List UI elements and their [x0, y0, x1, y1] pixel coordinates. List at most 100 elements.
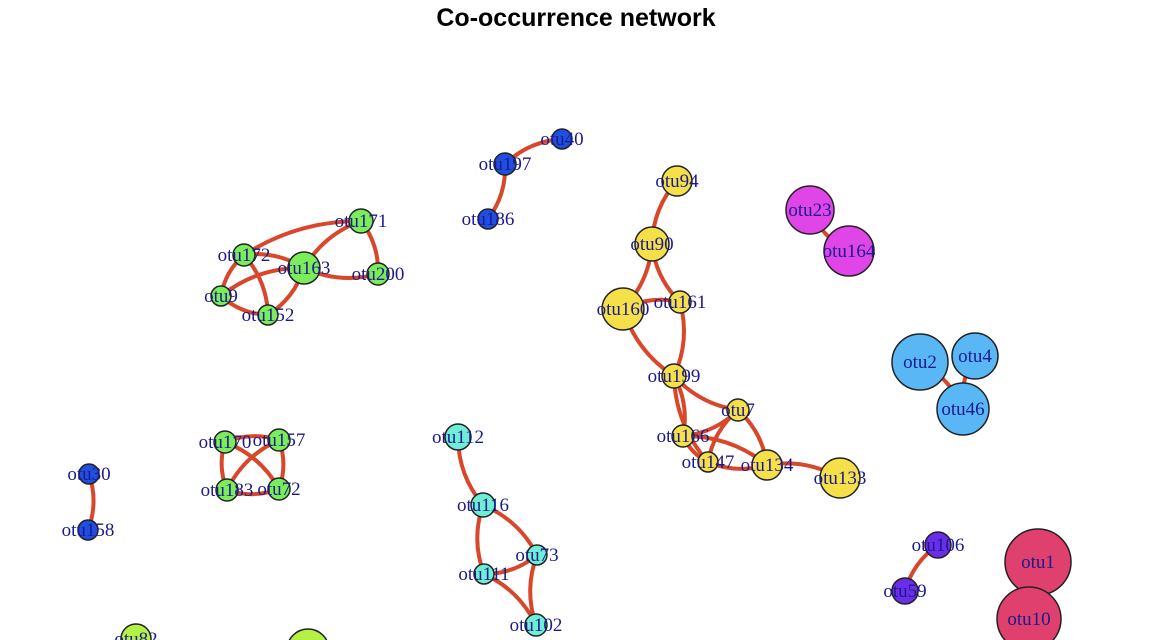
- node-label-otu4: otu4: [958, 346, 992, 367]
- node-label-otu102: otu102: [510, 615, 563, 636]
- page-title: Co-occurrence network: [436, 4, 716, 32]
- node-circle-otu163: [287, 251, 321, 285]
- node-otu23: otu23: [785, 185, 835, 235]
- node-otu111: otu111: [458, 563, 510, 585]
- node-otu152: otu152: [242, 304, 295, 326]
- node-otu172: otu172: [218, 243, 271, 267]
- node-circle-otu200: [366, 262, 390, 286]
- node-circle-otu186: [477, 208, 499, 230]
- node-label-otu73: otu73: [515, 545, 558, 566]
- node-otu9: otu9: [204, 285, 238, 307]
- node-otu134: otu134: [741, 449, 794, 481]
- node-circle-otu10: [996, 586, 1062, 640]
- node-circle-otu9: [210, 285, 232, 307]
- node-circle-otu2: [891, 333, 949, 391]
- node-circle-otu73: [526, 544, 548, 566]
- node-otu106: otu106: [912, 531, 965, 559]
- node-otu102: otu102: [510, 613, 563, 637]
- node-circle-otu147: [697, 451, 719, 473]
- node-otu10: otu10: [996, 586, 1062, 640]
- node-label-otu163: otu163: [278, 258, 331, 279]
- node-circle-otu164: [823, 225, 875, 277]
- node-label-otu200: otu200: [352, 264, 405, 285]
- node-label-otu40: otu40: [540, 129, 583, 150]
- node-label-otu23: otu23: [788, 200, 831, 221]
- node-otu197: otu197: [479, 152, 532, 176]
- node-otu158: otu158: [62, 519, 115, 541]
- node-circle-otu111: [473, 563, 495, 585]
- node-circle-otu183: [215, 478, 239, 502]
- node-circle-otu94: [661, 165, 693, 197]
- node-otu73: otu73: [515, 544, 559, 566]
- node-otu4: otu4: [951, 332, 999, 380]
- node-circle-otu152: [257, 304, 279, 326]
- node-label-otu111: otu111: [458, 564, 509, 585]
- node-circle-otu23: [785, 185, 835, 235]
- node-circle-otu30: [78, 463, 100, 485]
- node-circle-otu90: [634, 226, 670, 262]
- node-circle-otu133: [819, 457, 861, 499]
- node-label-otu72: otu72: [257, 479, 300, 500]
- node-otu82: otu82: [114, 623, 158, 640]
- node-circle-otu134: [751, 449, 783, 481]
- node-label-otu166: otu166: [657, 426, 710, 447]
- node-otu1: otu1: [1004, 528, 1072, 596]
- node-label-otu186: otu186: [462, 209, 515, 230]
- node-otu112: otu112: [432, 423, 484, 451]
- node-label-otu90: otu90: [630, 234, 673, 255]
- node-label-otu10: otu10: [1007, 609, 1050, 630]
- node-circle-otu158: [77, 519, 99, 541]
- node-label-otu46: otu46: [941, 399, 984, 420]
- node-circle-otu197: [493, 152, 517, 176]
- node-otu147: otu147: [682, 451, 735, 473]
- node-label-otu197: otu197: [479, 154, 532, 175]
- node-label-otu172: otu172: [218, 245, 271, 266]
- node-circle-otu40: [551, 128, 573, 150]
- node-label-otu82: otu82: [114, 629, 157, 640]
- node-circle-otu157: [267, 428, 291, 452]
- node-label-otu158: otu158: [62, 520, 115, 541]
- node-otu170: otu170: [199, 430, 251, 454]
- node-otu200: otu200: [352, 262, 405, 286]
- node-label-otu199: otu199: [648, 366, 701, 387]
- node-circle-otu4: [951, 332, 999, 380]
- node-otu171: otu171: [335, 208, 387, 234]
- node-circle-otu160: [601, 287, 645, 331]
- node-circle-otu199: [661, 363, 687, 389]
- node-otu40: otu40: [540, 128, 584, 150]
- node-otu164: otu164: [823, 225, 876, 277]
- node-label-otu161: otu161: [654, 292, 707, 313]
- node-otu186: otu186: [462, 208, 515, 230]
- node-circle-otu59: [891, 577, 919, 605]
- node-otu59: otu59: [883, 577, 927, 605]
- node-label-otu106: otu106: [912, 535, 965, 556]
- node-label-otu94: otu94: [655, 171, 699, 192]
- node-label-otu7: otu7: [721, 400, 755, 421]
- node-label-otu116: otu116: [457, 495, 509, 516]
- node-label-otu9: otu9: [204, 286, 238, 307]
- node-label-otu147: otu147: [682, 452, 735, 473]
- node-otu7: otu7: [721, 398, 755, 422]
- node-otu161: otu161: [654, 290, 707, 314]
- node-circle-otu46: [936, 382, 990, 436]
- node-circle-otu106: [924, 531, 952, 559]
- node-circle-otu170: [213, 430, 237, 454]
- node-circle-otu112: [444, 423, 472, 451]
- node-label-otu157: otu157: [253, 430, 306, 451]
- node-otu72: otu72: [257, 477, 301, 501]
- node-label-otu2: otu2: [903, 352, 937, 373]
- node-circle-otu166: [671, 424, 695, 448]
- node-circle-otu171: [348, 208, 374, 234]
- node-circle-otu161: [668, 290, 692, 314]
- node-otu2: otu2: [891, 333, 949, 391]
- node-otu94: otu94: [655, 165, 699, 197]
- node-otu30: otu30: [67, 463, 111, 485]
- node-otu199: otu199: [648, 363, 701, 389]
- node-circle-otu7: [726, 398, 750, 422]
- node-circle-otu116: [470, 492, 496, 518]
- node-label-otu152: otu152: [242, 305, 295, 326]
- node-otu183: otu183: [201, 478, 253, 502]
- node-otu90: otu90: [630, 226, 674, 262]
- node-label-otu30: otu30: [67, 464, 110, 485]
